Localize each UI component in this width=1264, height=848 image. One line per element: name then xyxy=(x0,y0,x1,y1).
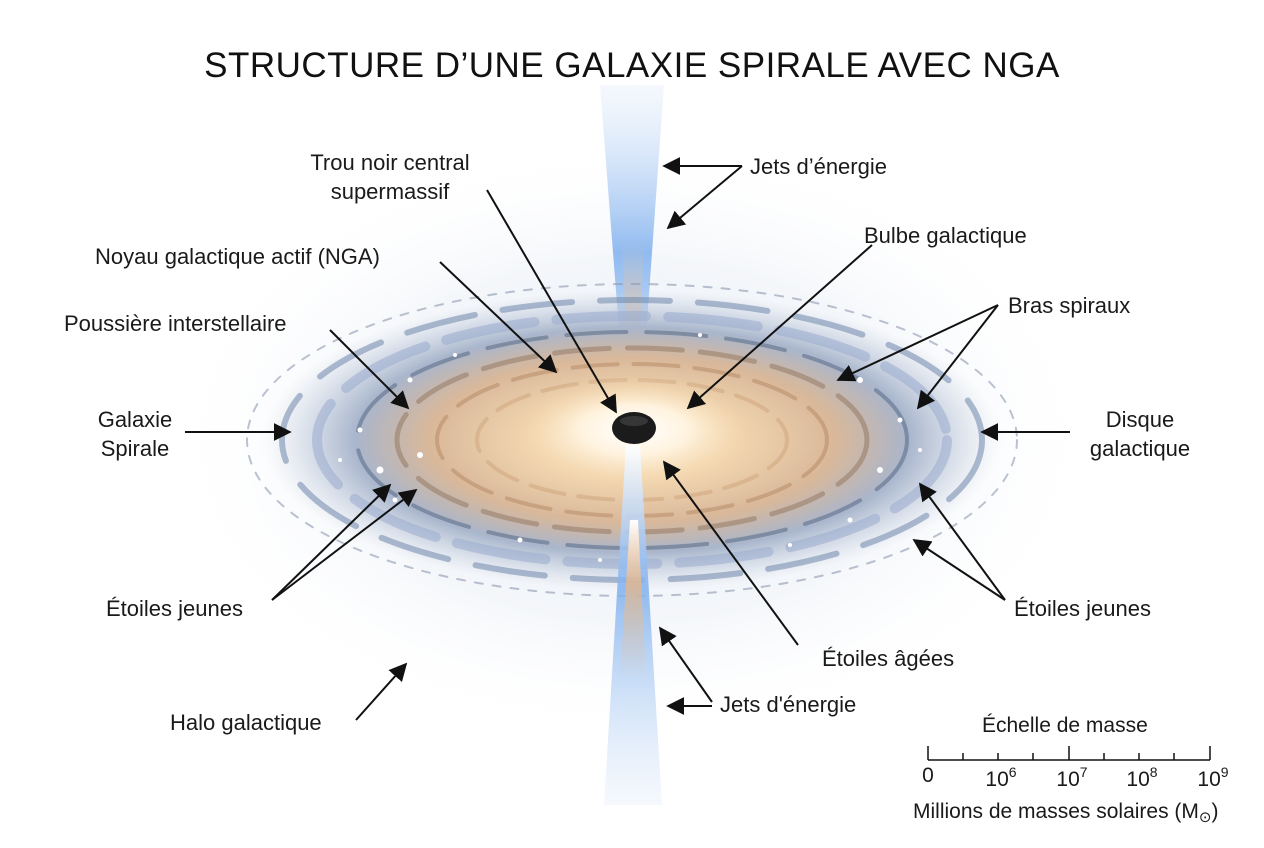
scale-tick-label: 109 xyxy=(1197,764,1229,791)
label-nga: Noyau galactique actif (NGA) xyxy=(95,244,380,269)
scale-unit: Millions de masses solaires (M⊙) xyxy=(913,800,1219,826)
scale-tick-label: 108 xyxy=(1126,764,1158,791)
young-stars xyxy=(338,333,922,562)
scale-tick-label: 0 xyxy=(922,764,934,787)
scale-title: Échelle de masse xyxy=(982,714,1148,737)
label-disque: Disque galactique xyxy=(1070,405,1210,463)
page-title: STRUCTURE D’UNE GALAXIE SPIRALE AVEC NGA xyxy=(204,46,1060,85)
label-galaxie: Galaxie Spirale xyxy=(80,405,190,463)
lower-jet-core xyxy=(620,520,646,680)
label-trou-noir-line1: Trou noir central xyxy=(310,150,470,175)
label-galaxie-line1: Galaxie xyxy=(97,407,173,432)
label-jets-bas: Jets d'énergie xyxy=(720,692,857,717)
label-jets-haut: Jets d’énergie xyxy=(750,154,887,179)
label-poussiere: Poussière interstellaire xyxy=(64,311,287,336)
scale-unit-close: ) xyxy=(1211,800,1219,823)
label-etoiles-agees: Étoiles âgées xyxy=(822,646,955,671)
scale-tick-label: 106 xyxy=(985,764,1017,791)
label-disque-line2: galactique xyxy=(1089,436,1191,461)
mass-scale-axis xyxy=(927,746,1211,761)
label-bras: Bras spiraux xyxy=(1008,293,1131,318)
label-halo: Halo galactique xyxy=(170,710,322,735)
label-etoiles-jeunes-gauche: Étoiles jeunes xyxy=(106,596,243,621)
sun-symbol-icon: ⊙ xyxy=(1198,809,1212,826)
annotation-arrows xyxy=(185,157,1070,721)
scale-tick-label: 107 xyxy=(1056,764,1088,791)
label-galaxie-line2: Spirale xyxy=(100,436,170,461)
label-disque-line1: Disque xyxy=(1105,407,1175,432)
label-trou-noir: Trou noir central supermassif xyxy=(290,148,490,206)
scale-unit-text: Millions de masses solaires (M xyxy=(913,800,1199,823)
label-etoiles-jeunes-droite: Étoiles jeunes xyxy=(1014,596,1151,621)
label-bulbe: Bulbe galactique xyxy=(864,223,1027,248)
label-trou-noir-line2: supermassif xyxy=(330,179,450,204)
